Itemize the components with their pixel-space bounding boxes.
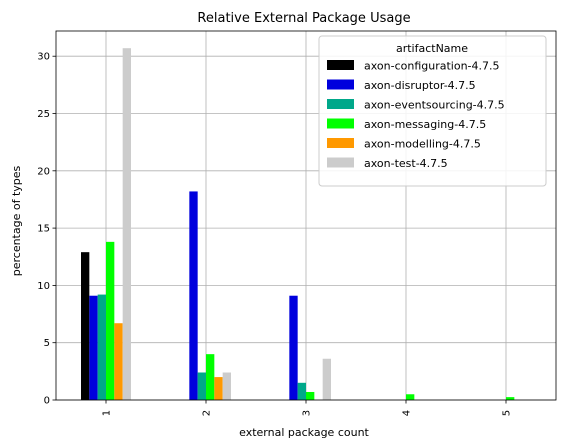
bar (406, 394, 415, 400)
x-axis-label: external package count (239, 426, 369, 439)
legend-swatch (327, 60, 354, 70)
legend-entry: axon-modelling-4.7.5 (364, 138, 481, 151)
y-axis-label: percentage of types (10, 165, 23, 276)
chart-title: Relative External Package Usage (197, 11, 410, 26)
legend-entry: axon-configuration-4.7.5 (364, 60, 500, 73)
x-tick-label: 3 (302, 410, 313, 416)
bar (222, 372, 231, 400)
legend-items: axon-configuration-4.7.5 axon-disruptor-4… (327, 60, 505, 170)
axis-ticks: 0 5 10 15 20 25 30 1 2 3 4 5 (37, 52, 512, 416)
legend: artifactName axon-configuration-4.7.5axo… (318, 35, 547, 187)
bars (81, 48, 515, 400)
bar (306, 391, 315, 400)
legend-swatch (327, 157, 354, 168)
legend-swatch (327, 99, 354, 109)
bar (114, 323, 123, 400)
bar (206, 354, 215, 400)
x-tick-label: 4 (402, 410, 413, 416)
y-tick-label: 10 (37, 281, 50, 292)
legend-entry: axon-disruptor-4.7.5 (364, 79, 476, 92)
bar (81, 252, 90, 400)
x-tick-label: 2 (202, 410, 213, 416)
legend-swatch (327, 79, 354, 90)
y-tick-label: 15 (37, 224, 50, 235)
bar (506, 397, 515, 400)
y-tick-label: 20 (37, 166, 50, 177)
bar (122, 48, 131, 400)
bar (322, 358, 331, 400)
x-tick-label: 1 (102, 410, 113, 416)
bar (297, 382, 306, 400)
legend-entry: axon-test-4.7.5 (364, 157, 448, 170)
x-tick-label: 5 (502, 410, 513, 416)
legend-swatch (327, 118, 354, 129)
bar (189, 191, 198, 400)
bar (89, 295, 98, 400)
bar (214, 377, 223, 400)
y-tick-label: 5 (44, 338, 50, 349)
legend-entry: axon-eventsourcing-4.7.5 (364, 99, 505, 112)
bar (106, 241, 115, 400)
y-tick-label: 0 (44, 396, 50, 407)
bar (197, 372, 206, 400)
bar (289, 295, 298, 400)
legend-entry: axon-messaging-4.7.5 (364, 118, 486, 131)
y-tick-label: 30 (37, 52, 50, 63)
legend-box (318, 35, 547, 187)
legend-swatch (327, 138, 354, 148)
y-tick-label: 25 (37, 109, 50, 120)
bar (97, 294, 106, 400)
legend-title: artifactName (396, 42, 468, 55)
